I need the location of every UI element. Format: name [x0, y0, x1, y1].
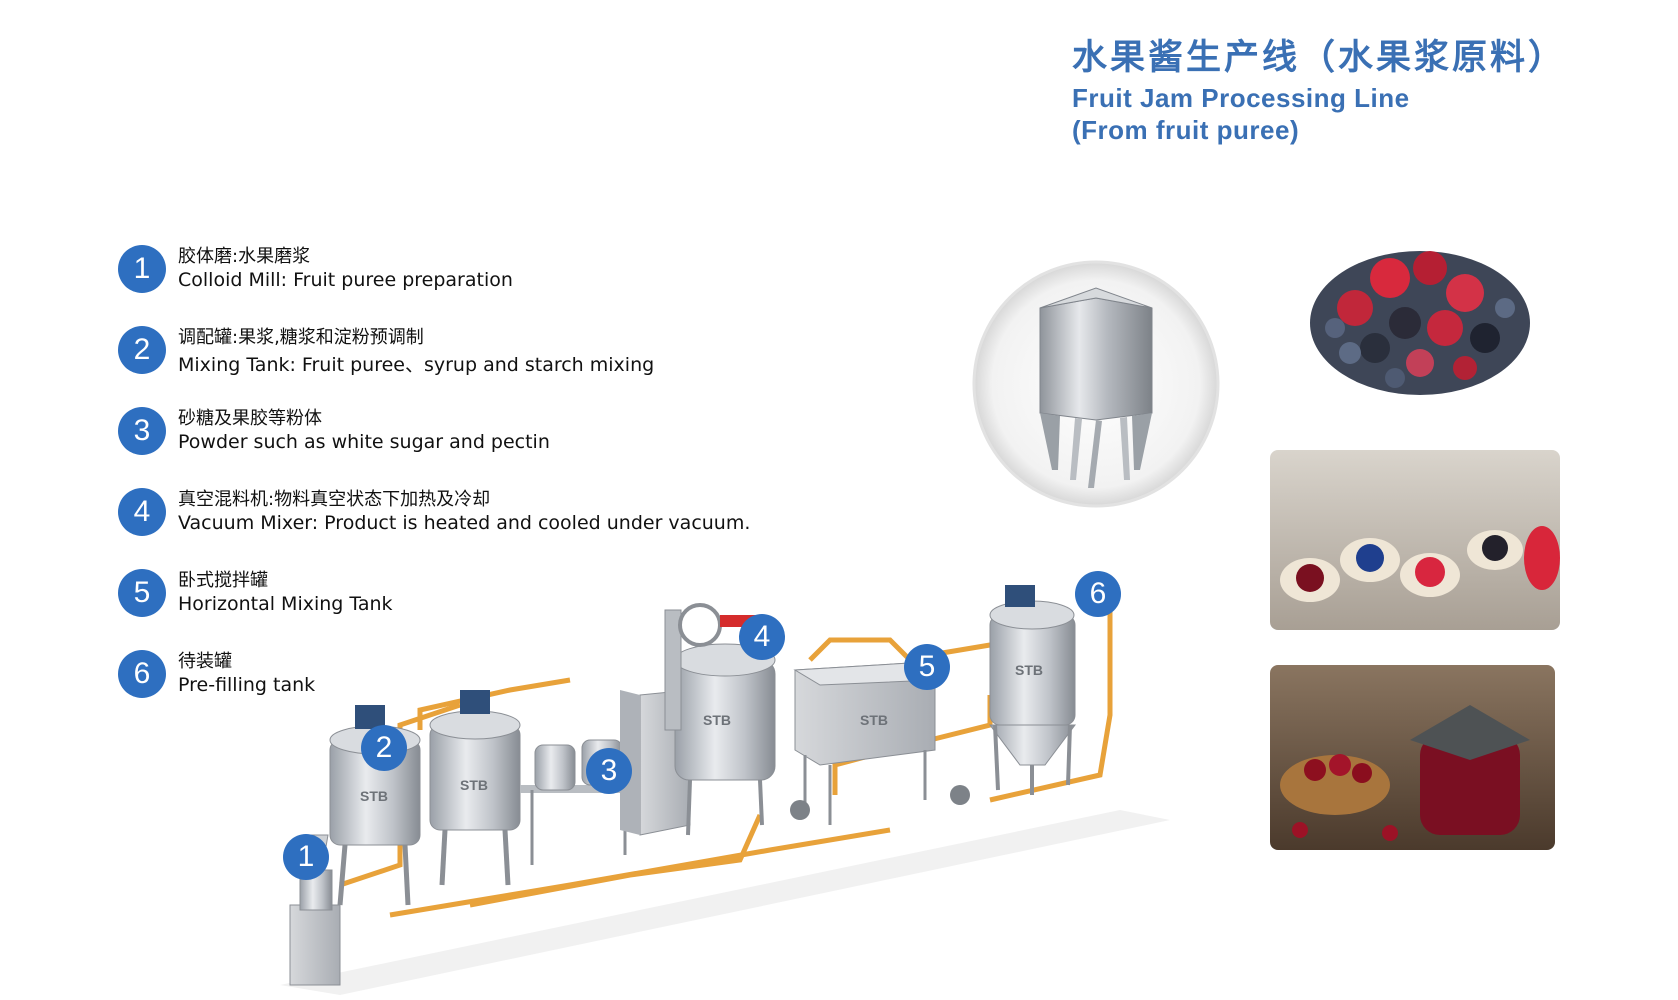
- title-english-line1: Fruit Jam Processing Line: [1072, 83, 1410, 113]
- step-item-4: 4 真空混料机:物料真空状态下加热及冷却 Vacuum Mixer: Produ…: [118, 483, 838, 543]
- fruit-spoons-photo: [1270, 450, 1560, 630]
- colloid-mill: [289, 834, 341, 986]
- step-label-en: Horizontal Mixing Tank: [178, 593, 393, 615]
- processing-line-illustration: STB STB STB STB: [280, 585, 1170, 995]
- equipment-badge-4: 4: [739, 614, 785, 660]
- step-label-en: Powder such as white sugar and pectin: [178, 431, 550, 453]
- tank-mark: STB: [860, 712, 888, 728]
- step-number-badge: 5: [118, 569, 166, 617]
- step-item-5: 5 卧式搅拌罐 Horizontal Mixing Tank: [118, 564, 838, 624]
- step-number-badge: 3: [118, 407, 166, 455]
- step-label-cn: 调配罐:果浆,糖浆和淀粉预调制: [178, 327, 424, 348]
- title-english-line2: (From fruit puree): [1072, 115, 1300, 145]
- tank-inset-circle: [972, 260, 1220, 508]
- horizontal-mixing-tank: STB: [790, 662, 970, 825]
- step-item-2: 2 调配罐:果浆,糖浆和淀粉预调制 Mixing Tank: Fruit pur…: [118, 321, 838, 381]
- step-number-badge: 2: [118, 326, 166, 374]
- step-label-cn: 胶体磨:水果磨浆: [178, 246, 311, 267]
- step-label-cn: 真空混料机:物料真空状态下加热及冷却: [178, 489, 491, 510]
- storage-tank-icon: [1039, 287, 1153, 488]
- step-label-en: Pre-filling tank: [178, 674, 316, 696]
- tank-mark: STB: [703, 712, 731, 728]
- step-label-cn: 待装罐: [178, 651, 232, 672]
- equipment-badge-5: 5: [904, 644, 950, 690]
- equipment-badge-6: 6: [1075, 571, 1121, 617]
- step-number-badge: 1: [118, 245, 166, 293]
- equipment-badge-2: 2: [361, 725, 407, 771]
- mixed-berries-photo: [1310, 251, 1530, 395]
- step-label-cn: 卧式搅拌罐: [178, 570, 268, 591]
- step-label-en: Colloid Mill: Fruit puree preparation: [178, 269, 513, 291]
- fruit-spoons-illustration: [1280, 526, 1560, 602]
- mixing-tank-2: STB: [429, 690, 521, 886]
- step-item-6: 6 待装罐 Pre-filling tank: [118, 645, 838, 705]
- pre-filling-tank: STB: [989, 585, 1076, 795]
- step-item-1: 1 胶体磨:水果磨浆 Colloid Mill: Fruit puree pre…: [118, 240, 838, 300]
- step-label-cn: 砂糖及果胶等粉体: [178, 408, 322, 429]
- step-item-3: 3 砂糖及果胶等粉体 Powder such as white sugar an…: [118, 402, 838, 462]
- title-chinese: 水果酱生产线（水果浆原料）: [1072, 38, 1567, 78]
- tank-mark: STB: [360, 788, 388, 804]
- cherry-jam-photo: [1270, 665, 1555, 850]
- equipment-badge-1: 1: [283, 834, 329, 880]
- equipment-badge-3: 3: [586, 748, 632, 794]
- tank-mark: STB: [1015, 662, 1043, 678]
- step-number-badge: 4: [118, 488, 166, 536]
- page-title: 水果酱生产线（水果浆原料） Fruit Jam Processing Line …: [1072, 34, 1566, 146]
- step-label-en: Vacuum Mixer: Product is heated and cool…: [178, 512, 751, 534]
- tank-mark: STB: [460, 777, 488, 793]
- step-label-en: Mixing Tank: Fruit puree、syrup and starc…: [178, 354, 655, 376]
- cherry-jam-illustration: [1280, 705, 1530, 841]
- step-number-badge: 6: [118, 650, 166, 698]
